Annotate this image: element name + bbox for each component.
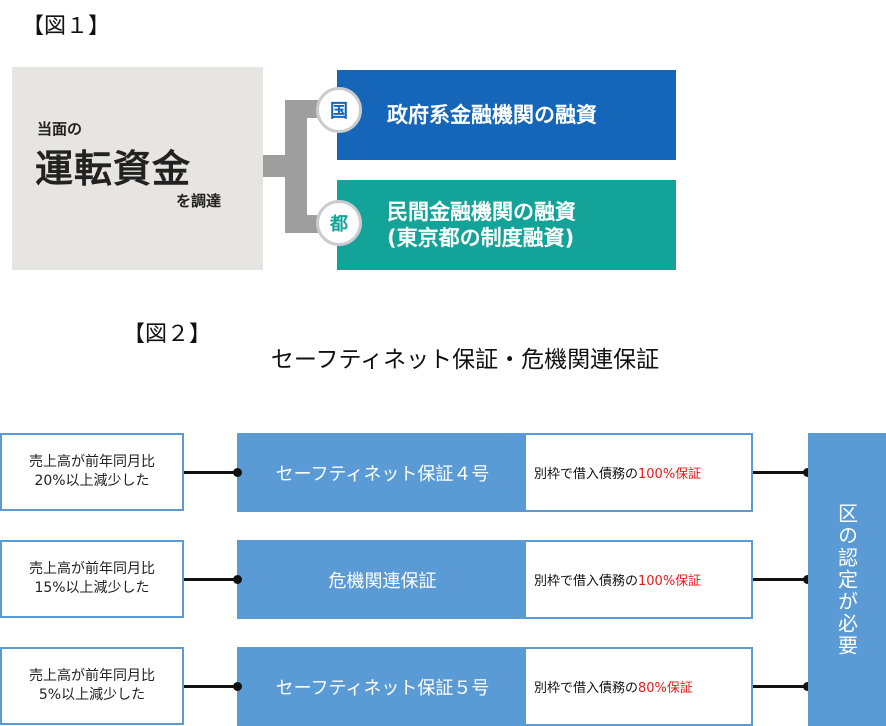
badge-text: 都 [330, 214, 348, 235]
guarantee-name: セーフティネット保証４号 [239, 435, 526, 510]
connector [263, 155, 288, 177]
connector-line [184, 685, 237, 688]
condition-line1: 売上高が前年同月比 [29, 561, 155, 578]
badge-text: 国 [330, 101, 348, 122]
connector-dot [803, 682, 812, 691]
connector [285, 100, 325, 118]
national-badge-icon: 国 [316, 87, 362, 133]
connector-dot [233, 468, 242, 477]
private-loan-box: 民間金融機関の融資 (東京都の制度融資) [337, 180, 676, 270]
guarantee-name: 危機関連保証 [239, 542, 526, 617]
connector-dot [233, 682, 242, 691]
source-line3: を調達 [176, 192, 222, 210]
guarantee-name: セーフティネット保証５号 [239, 649, 526, 724]
condition-box: 売上高が前年同月比 20%以上減少した [0, 433, 184, 511]
connector-line [753, 471, 808, 474]
condition-line1: 売上高が前年同月比 [29, 454, 155, 471]
option-text: 民間金融機関の融資 [387, 199, 576, 224]
condition-line1: 売上高が前年同月比 [29, 668, 155, 685]
condition-box: 売上高が前年同月比 15%以上減少した [0, 540, 184, 618]
condition-line2: 20%以上減少した [34, 473, 150, 489]
figure2-label: 【図２】 [123, 322, 212, 347]
guarantee-desc: 別枠で借入債務の [534, 574, 639, 589]
guarantee-percent: 100%保証 [638, 574, 702, 589]
connector-dot [803, 468, 812, 477]
connector-line [184, 578, 237, 581]
guarantee-percent: 100%保証 [638, 467, 702, 482]
connector [285, 215, 325, 233]
source-line1: 当面の [37, 120, 83, 138]
condition-box: 売上高が前年同月比 5%以上減少した [0, 647, 184, 725]
connector-line [753, 685, 808, 688]
guarantee-desc: 別枠で借入債務の [534, 681, 639, 696]
connector-line [184, 471, 237, 474]
guarantee-desc: 別枠で借入債務の [534, 467, 639, 482]
option-text: 政府系金融機関の融資 [387, 102, 597, 127]
connector-line [753, 578, 808, 581]
figure2-title: セーフティネット保証・危機関連保証 [270, 347, 660, 373]
government-loan-box: 政府系金融機関の融資 [337, 70, 676, 160]
connector-dot [233, 575, 242, 584]
option-text2: (東京都の制度融資) [387, 226, 575, 250]
guarantee-percent: 80%保証 [638, 681, 693, 696]
source-line2: 運転資金 [35, 147, 192, 191]
condition-line2: 15%以上減少した [34, 580, 150, 596]
ward-certification-box: 区の認定が必要 [808, 433, 886, 726]
working-capital-box [12, 67, 263, 270]
metro-badge-icon: 都 [316, 200, 362, 246]
connector-dot [803, 575, 812, 584]
connector [285, 100, 307, 233]
figure1-label: 【図１】 [22, 14, 111, 39]
condition-line2: 5%以上減少した [38, 687, 146, 703]
